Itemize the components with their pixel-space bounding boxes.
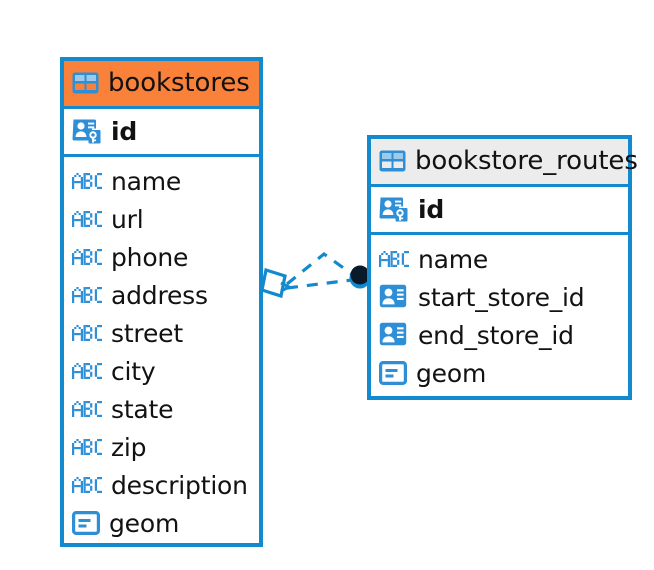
field-label: street — [111, 318, 183, 348]
field-row-phone[interactable]: phone — [64, 238, 259, 276]
field-label: id — [418, 195, 445, 224]
field-label: zip — [111, 432, 147, 462]
entity-title: bookstores — [108, 68, 250, 98]
field-row-geom[interactable]: geom — [64, 504, 259, 542]
entity-table-bookstore-routes[interactable]: bookstore_routes — [367, 135, 638, 400]
abc-text-icon — [72, 325, 102, 341]
abc-text-icon — [72, 249, 102, 265]
field-label: address — [111, 280, 208, 310]
field-label: geom — [416, 358, 487, 388]
field-row-primary-key[interactable]: id — [64, 109, 259, 154]
field-row-end-store-id[interactable]: end_store_id — [371, 316, 628, 354]
field-row-url[interactable]: url — [64, 200, 259, 238]
field-row-geom[interactable]: geom — [371, 354, 628, 392]
field-label: name — [418, 244, 489, 274]
field-row-address[interactable]: address — [64, 276, 259, 314]
abc-text-icon — [379, 251, 409, 267]
abc-text-icon — [72, 173, 102, 189]
geometry-icon — [72, 511, 100, 535]
field-label: name — [111, 166, 182, 196]
diamond-marker — [260, 267, 293, 299]
field-row-street[interactable]: street — [64, 314, 259, 352]
abc-text-icon — [72, 477, 102, 493]
field-label: description — [111, 470, 248, 500]
field-row-zip[interactable]: zip — [64, 428, 259, 466]
entity-header-bookstore-routes[interactable]: bookstore_routes — [371, 139, 638, 184]
field-label: phone — [111, 242, 189, 272]
table-icon — [379, 150, 406, 172]
field-list-bookstore-routes: name start_store_id — [371, 235, 628, 399]
abc-text-icon — [72, 211, 102, 227]
abc-text-icon — [72, 401, 102, 417]
abc-text-icon — [72, 439, 102, 455]
table-icon — [72, 72, 99, 94]
field-row-primary-key[interactable]: id — [371, 187, 628, 232]
foreign-key-icon — [379, 322, 409, 348]
field-label: geom — [109, 508, 180, 538]
foreign-key-icon — [379, 284, 409, 310]
field-row-name[interactable]: name — [64, 162, 259, 200]
entity-table-bookstores[interactable]: bookstores id — [60, 57, 263, 547]
field-row-description[interactable]: description — [64, 466, 259, 504]
field-label: start_store_id — [418, 282, 585, 312]
primary-key-section-bookstore-routes: id — [371, 184, 628, 235]
field-label: url — [111, 204, 144, 234]
entity-header-bookstores[interactable]: bookstores — [64, 61, 259, 106]
entity-title: bookstore_routes — [415, 146, 638, 176]
field-label: id — [111, 117, 138, 146]
primary-key-icon — [379, 195, 409, 225]
field-row-state[interactable]: state — [64, 390, 259, 428]
field-list-bookstores: name — [64, 157, 259, 549]
primary-key-icon — [72, 117, 102, 147]
abc-text-icon — [72, 287, 102, 303]
relationship-line-lower — [286, 278, 353, 290]
field-row-name[interactable]: name — [371, 240, 628, 278]
field-row-start-store-id[interactable]: start_store_id — [371, 278, 628, 316]
abc-text-icon — [72, 363, 102, 379]
field-label: end_store_id — [418, 320, 574, 350]
field-label: state — [111, 394, 174, 424]
field-label: city — [111, 356, 156, 386]
primary-key-section-bookstores: id — [64, 106, 259, 157]
field-row-city[interactable]: city — [64, 352, 259, 390]
relationship-line-upper — [285, 251, 357, 286]
geometry-icon — [379, 361, 407, 385]
